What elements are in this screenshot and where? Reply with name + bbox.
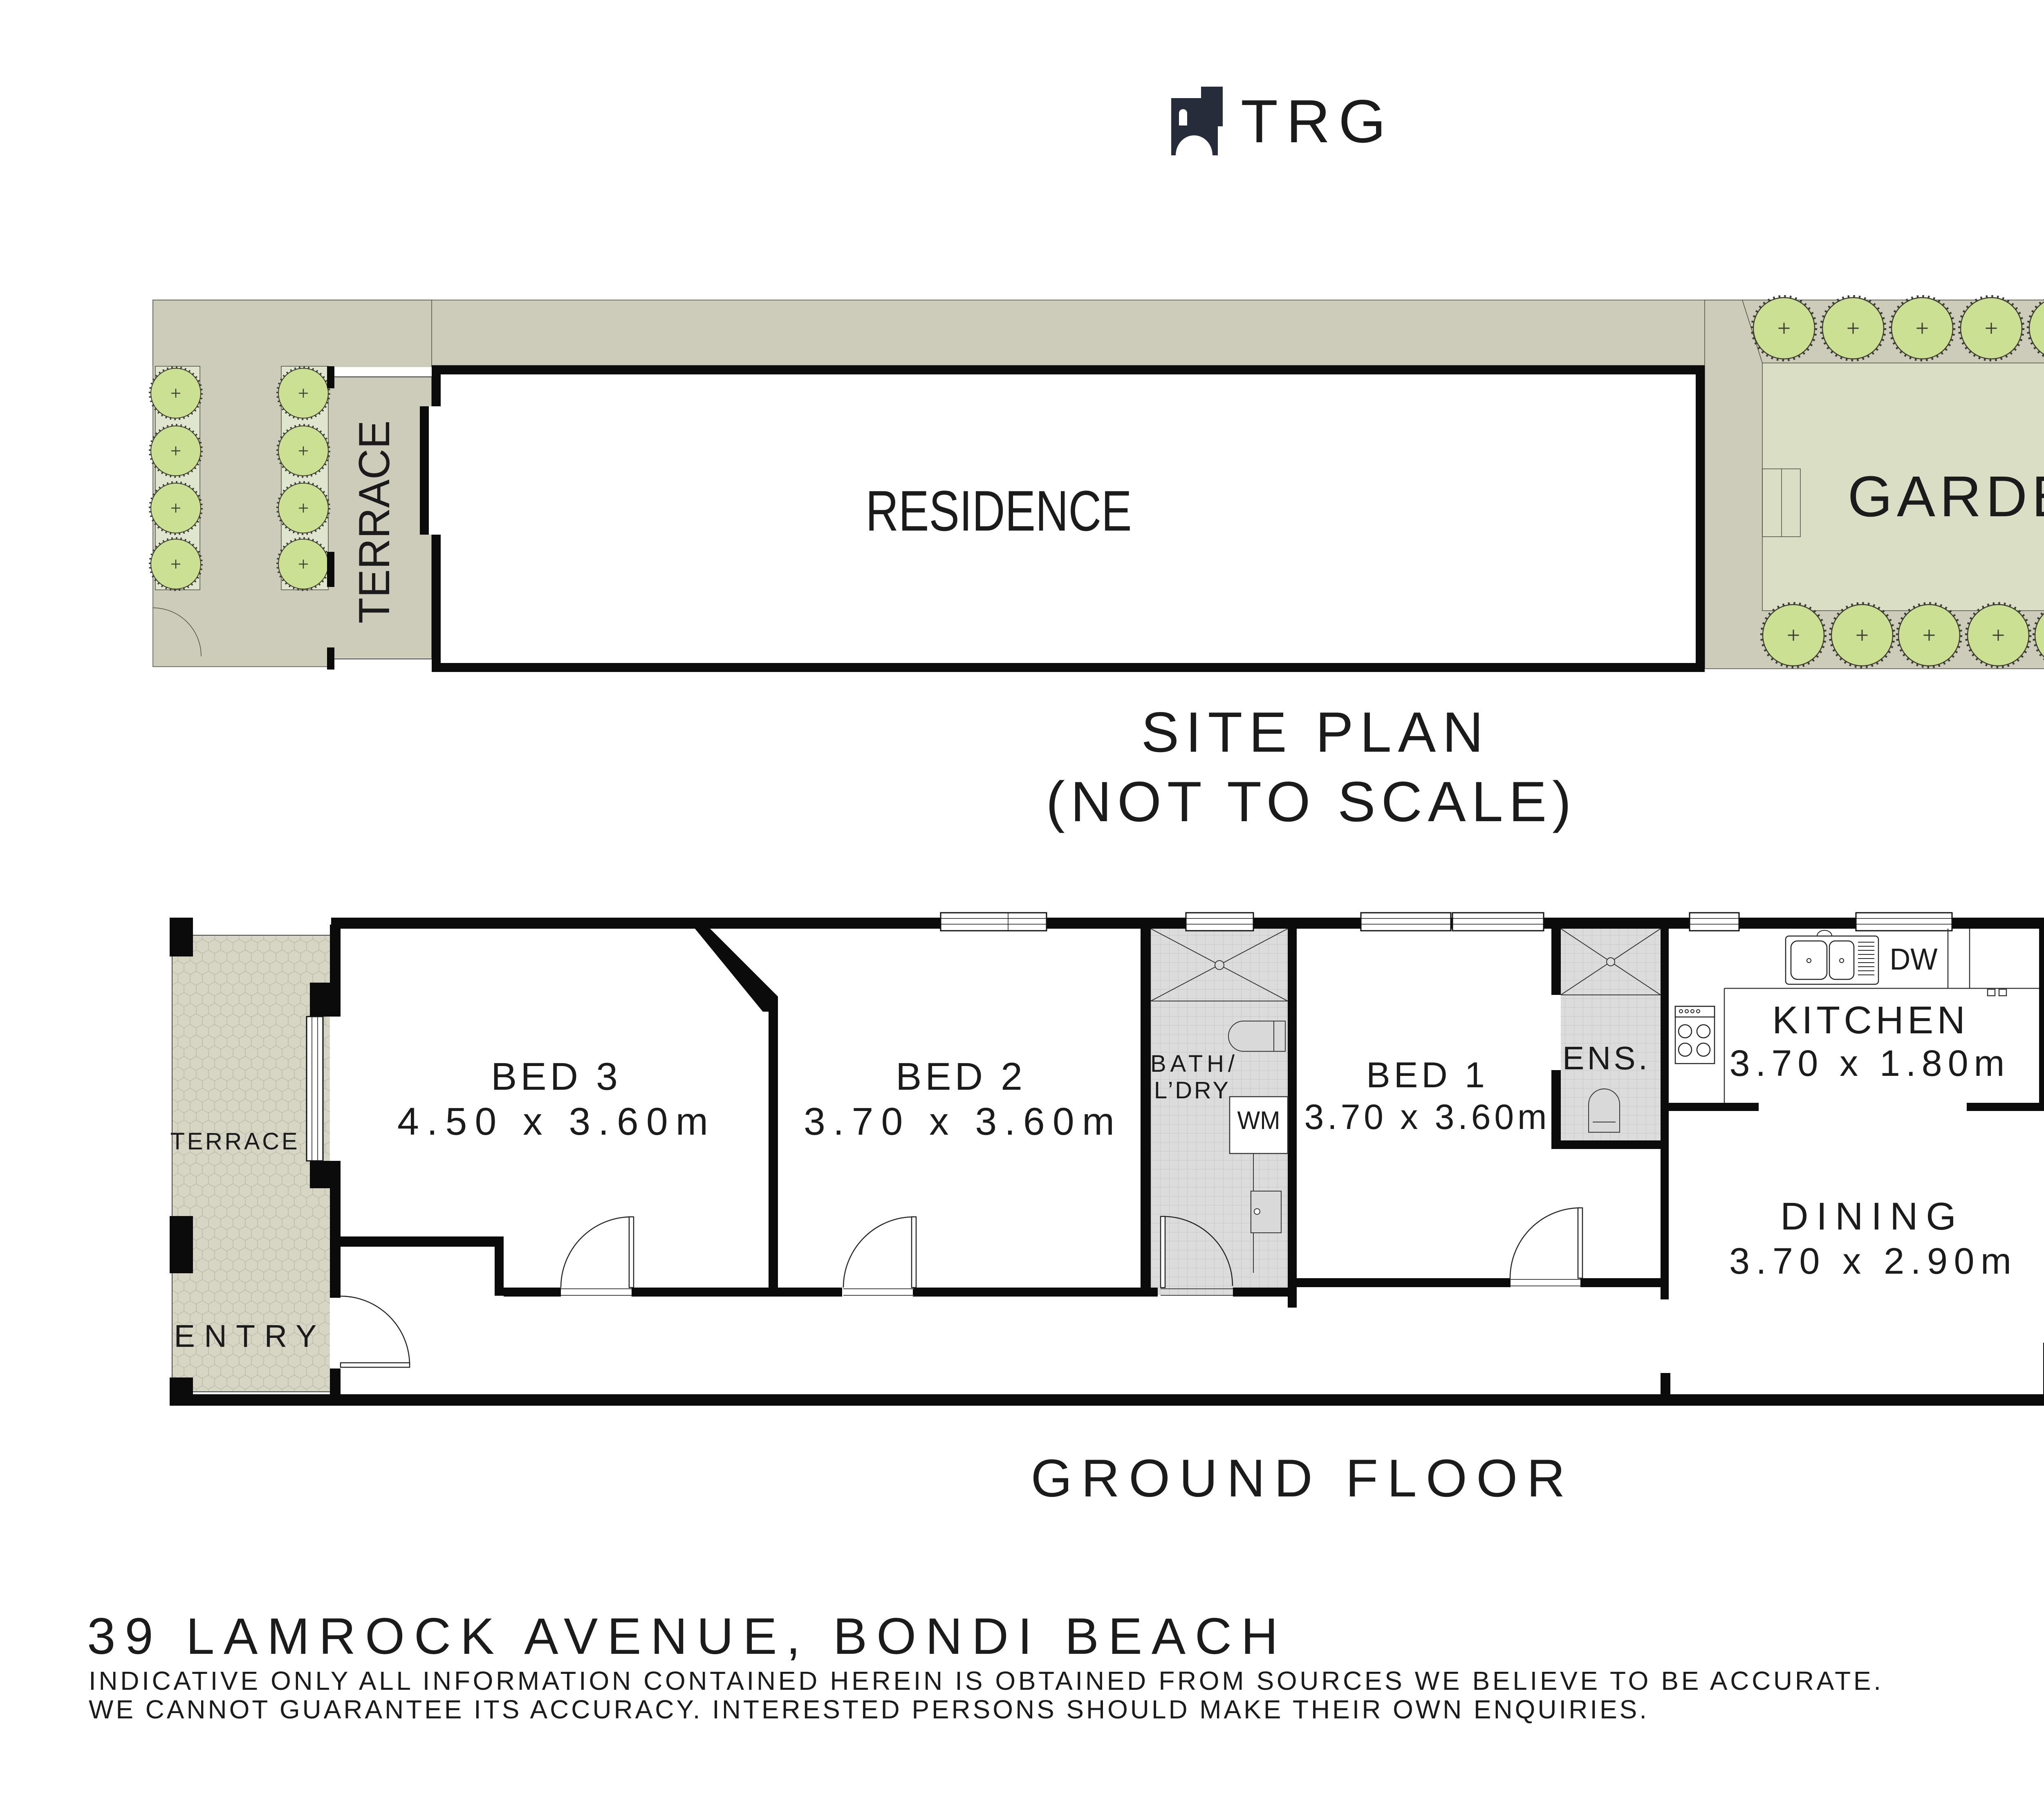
svg-text:WM: WM bbox=[1237, 1106, 1280, 1135]
svg-text:BED 2: BED 2 bbox=[896, 1055, 1022, 1098]
svg-text:4.50 x 3.60m: 4.50 x 3.60m bbox=[397, 1100, 708, 1143]
svg-text:3.70 x 3.60m: 3.70 x 3.60m bbox=[1304, 1097, 1547, 1137]
svg-text:BATH/: BATH/ bbox=[1150, 1050, 1235, 1077]
svg-text:GARDEN: GARDEN bbox=[1848, 464, 2044, 529]
svg-text:DW: DW bbox=[1890, 942, 1938, 976]
svg-text:GROUND FLOOR: GROUND FLOOR bbox=[1031, 1448, 1565, 1508]
svg-text:TERRACE: TERRACE bbox=[170, 1128, 298, 1155]
svg-text:ENS.: ENS. bbox=[1562, 1040, 1647, 1076]
svg-text:3.70 x 2.90m: 3.70 x 2.90m bbox=[1729, 1241, 2011, 1282]
svg-text:BED 1: BED 1 bbox=[1366, 1055, 1485, 1095]
svg-text:3.70 x 3.60m: 3.70 x 3.60m bbox=[804, 1100, 1114, 1143]
svg-text:L’DRY: L’DRY bbox=[1154, 1077, 1228, 1104]
svg-text:WE CANNOT GUARANTEE ITS ACCURA: WE CANNOT GUARANTEE ITS ACCURACY. INTERE… bbox=[89, 1695, 1647, 1724]
svg-text:KITCHEN: KITCHEN bbox=[1772, 999, 1965, 1042]
svg-text:3.70 x 1.80m: 3.70 x 1.80m bbox=[1730, 1043, 2005, 1084]
svg-text:TRG: TRG bbox=[1241, 87, 1386, 155]
svg-text:RESIDENCE: RESIDENCE bbox=[866, 479, 1132, 543]
svg-text:TERRACE: TERRACE bbox=[350, 421, 399, 624]
svg-text:(NOT TO SCALE): (NOT TO SCALE) bbox=[1046, 770, 1571, 833]
svg-text:39 LAMROCK AVENUE, BONDI BEACH: 39 LAMROCK AVENUE, BONDI BEACH bbox=[87, 1608, 1278, 1665]
svg-text:BED 3: BED 3 bbox=[491, 1055, 618, 1098]
